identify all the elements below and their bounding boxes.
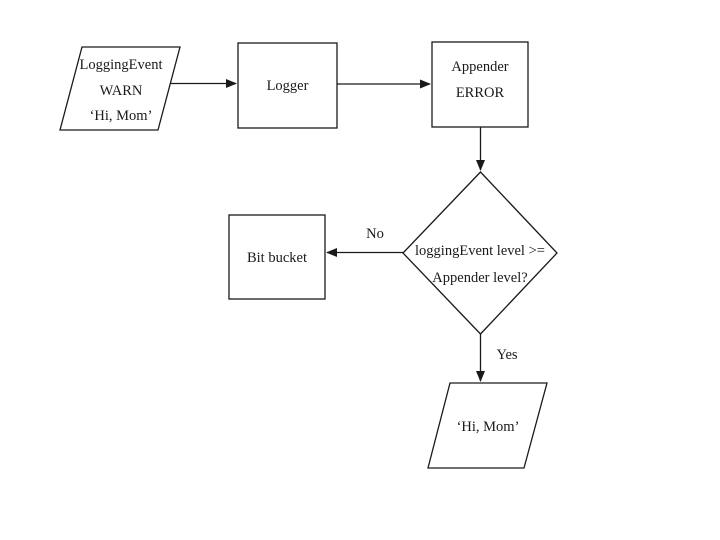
decision-line2: Appender level?: [432, 270, 527, 286]
appender-line2: ERROR: [456, 85, 505, 101]
bit-bucket-label: Bit bucket: [247, 250, 307, 266]
bit-bucket-node: [228, 214, 326, 300]
logger-label: Logger: [267, 78, 309, 94]
loggingevent-line2: WARN: [100, 83, 143, 99]
yes-branch-label: Yes: [496, 347, 517, 363]
level-decision-node: [402, 171, 558, 335]
appender-line1: Appender: [451, 59, 508, 75]
no-branch-label: No: [366, 226, 384, 242]
logger-node: [237, 42, 338, 129]
loggingevent-line1: LoggingEvent: [80, 57, 163, 73]
output-message-label: ‘Hi, Mom’: [457, 419, 520, 435]
output-message-node: [427, 382, 548, 469]
appender-node: [431, 41, 529, 128]
decision-line1: loggingEvent level >=: [415, 243, 545, 259]
loggingevent-input-node: [59, 46, 181, 131]
loggingevent-line3: ‘Hi, Mom’: [90, 108, 153, 124]
